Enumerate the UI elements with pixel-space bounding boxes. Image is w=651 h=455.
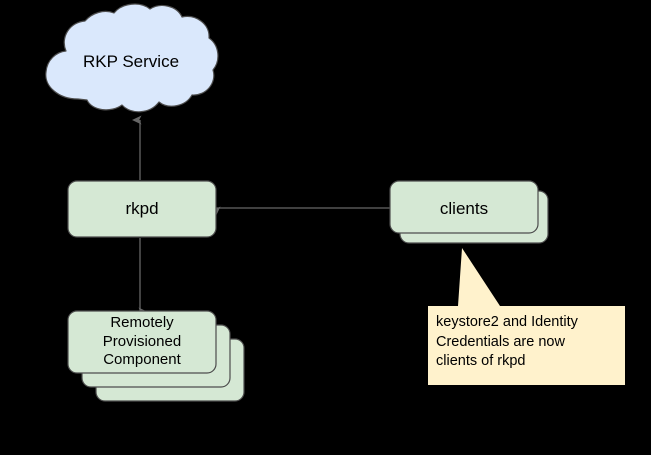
clients-box-front	[389, 180, 539, 234]
node-callout-note[interactable]	[428, 248, 625, 385]
node-rkpd[interactable]	[67, 180, 217, 238]
callout-shape	[428, 248, 625, 385]
node-cloud-rkp-service[interactable]	[45, 3, 219, 113]
node-clients[interactable]	[389, 180, 549, 244]
rpc-box-front	[67, 310, 217, 374]
rkpd-box	[67, 180, 217, 238]
cloud-shape	[45, 3, 219, 113]
node-remotely-provisioned-component[interactable]	[67, 310, 245, 402]
